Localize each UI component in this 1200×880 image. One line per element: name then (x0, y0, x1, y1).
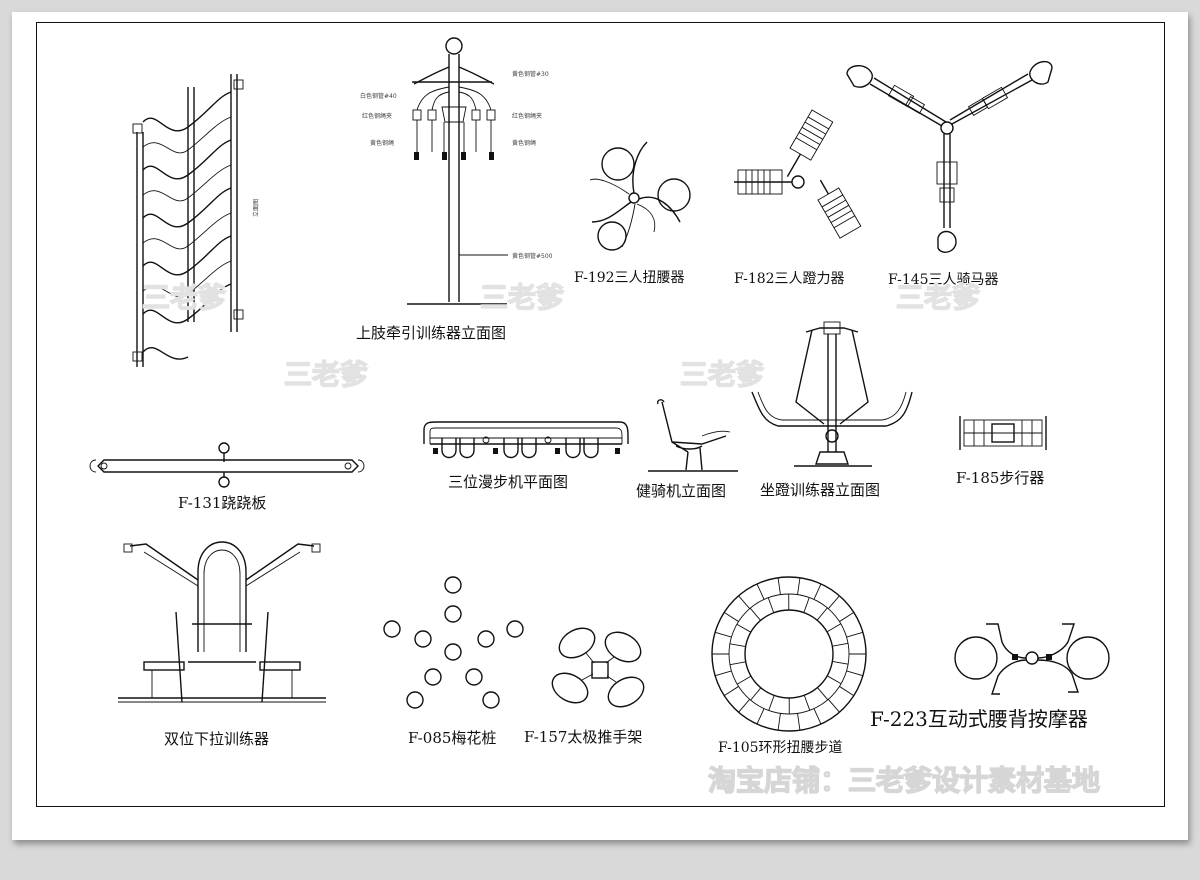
ladder-climber: 立面图 (132, 74, 260, 367)
label-f157: F-157太极推手架 (524, 728, 642, 746)
drawing-sheet: 立面图 黄色钢管#30 白色钢管#40 红色钢绳夹 红色钢绳夹 黄色钢 (12, 12, 1188, 840)
shop-watermark: 淘宝店铺：三老爹设计素材基地 (708, 764, 1100, 797)
sit-press-trainer (751, 321, 913, 467)
f182-leg-press-3 (734, 109, 862, 239)
label-f145: F-145三人骑马器 (888, 272, 999, 288)
upper-limb-traction-trainer: 黄色钢管#30 白色钢管#40 红色钢绳夹 红色钢绳夹 黄色钢绳 黄色钢绳 黄色… (360, 37, 553, 305)
label-f223: F-223互动式腰背按摩器 (870, 707, 1088, 731)
bike-rider (648, 399, 738, 472)
watermark-3: 三老爹 (896, 281, 980, 314)
label-walker3: 三位漫步机平面图 (448, 473, 568, 491)
ladder-note: 立面图 (252, 199, 260, 217)
f085-plum-blossom-posts (383, 576, 524, 709)
label-f185: F-185步行器 (956, 469, 1044, 487)
f131-seesaw (89, 442, 365, 488)
f157-tai-chi-pusher (551, 627, 645, 708)
pole-annotation-red-right: 红色钢绳夹 (512, 112, 542, 120)
f223-back-massager (954, 623, 1110, 695)
double-pull-down-trainer (118, 541, 326, 703)
f185-walker (959, 416, 1047, 450)
cad-drawing: 立面图 黄色钢管#30 白色钢管#40 红色钢绳夹 红色钢绳夹 黄色钢 (36, 22, 1165, 807)
pole-annotation-white: 白色钢管#40 (360, 92, 397, 100)
label-bike: 健骑机立面图 (636, 482, 726, 500)
f192-waist-twister-3 (589, 141, 691, 251)
f145-horse-rider-3 (846, 61, 1053, 253)
label-double-pull: 双位下拉训练器 (164, 730, 269, 748)
walker-3-position (423, 421, 629, 459)
label-f131: F-131跷跷板 (178, 494, 266, 512)
watermark-1: 三老爹 (142, 281, 226, 314)
watermark-4: 三老爹 (284, 358, 368, 391)
pole-annotation-top: 黄色钢管#30 (512, 70, 549, 78)
label-upper-limb: 上肢牵引训练器立面图 (356, 324, 506, 342)
pole-annotation-red-left: 红色钢绳夹 (362, 112, 392, 120)
pole-annotation-main: 黄色钢管#500 (512, 252, 553, 260)
watermark-5: 三老爹 (680, 358, 764, 391)
pole-annotation-yellow-left: 黄色钢绳 (370, 139, 394, 147)
drawing-frame (36, 22, 1165, 807)
label-f085: F-085梅花桩 (408, 729, 496, 747)
watermark-2: 三老爹 (480, 281, 564, 314)
label-f105: F-105环形扭腰步道 (718, 740, 843, 756)
label-f182: F-182三人蹬力器 (734, 271, 845, 287)
pole-annotation-yellow-right: 黄色钢绳 (512, 139, 536, 147)
f105-ring-walkway (711, 576, 867, 732)
label-f192: F-192三人扭腰器 (574, 270, 685, 286)
label-sit-press: 坐蹬训练器立面图 (760, 481, 880, 499)
